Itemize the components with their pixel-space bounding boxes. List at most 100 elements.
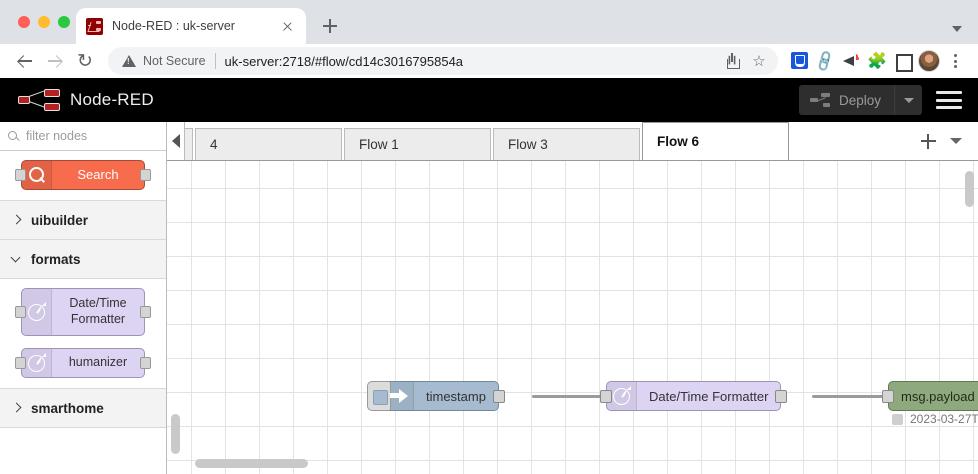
avatar[interactable] xyxy=(916,48,942,74)
node-output-port xyxy=(140,306,151,318)
flow-node-date-time-formatter[interactable]: Date/Time Formatter xyxy=(600,381,788,411)
star-icon[interactable]: ☆ xyxy=(752,53,766,70)
megaphone-extension-icon[interactable] xyxy=(838,48,864,74)
deploy-dropdown-button[interactable] xyxy=(894,85,922,115)
chevron-right-icon xyxy=(13,404,21,412)
flow-tab-label: Flow 1 xyxy=(359,137,399,152)
flow-tab-4[interactable]: 4 xyxy=(195,128,342,160)
node-output-port[interactable] xyxy=(775,389,788,403)
canvas-hscrollbar[interactable] xyxy=(175,459,962,468)
node-input-port[interactable] xyxy=(882,389,894,403)
palette-body: Search uibuilder formats Date/Time Forma… xyxy=(0,151,166,474)
palette-pinned-section: Search xyxy=(0,151,166,201)
square-extension-icon[interactable] xyxy=(890,48,916,74)
security-label: Not Secure xyxy=(143,54,206,68)
flow-node-label: Date/Time Formatter xyxy=(649,388,769,404)
puzzle-extensions-icon[interactable]: 🧩 xyxy=(867,53,887,70)
palette-section-formats[interactable]: formats xyxy=(0,240,166,279)
flow-list-dropdown-button[interactable] xyxy=(944,129,968,153)
deploy-button-group: Deploy xyxy=(798,85,922,115)
flow-tab-2[interactable]: 2 xyxy=(185,128,193,160)
node-red-logo: Node-RED xyxy=(18,89,154,111)
forward-button[interactable] xyxy=(40,46,70,76)
node-input-port[interactable] xyxy=(600,389,612,403)
clock-icon xyxy=(22,349,52,377)
status-dot-icon xyxy=(892,413,903,425)
close-window-button[interactable] xyxy=(18,16,30,28)
filter-nodes-input[interactable]: filter nodes xyxy=(0,122,166,151)
palette-node-search[interactable]: Search xyxy=(15,160,151,190)
divider xyxy=(214,53,216,69)
tab-actions xyxy=(898,122,978,160)
chevron-down-icon[interactable] xyxy=(952,26,962,32)
shield-extension-icon[interactable] xyxy=(786,48,812,74)
kebab-menu-icon[interactable] xyxy=(942,48,968,74)
browser-tab[interactable]: Node-RED : uk-server xyxy=(76,8,306,44)
flow-tab-label: Flow 6 xyxy=(657,134,700,149)
palette-section-label: formats xyxy=(31,251,81,267)
close-icon[interactable] xyxy=(278,17,296,35)
tabs-scroll-left-button[interactable] xyxy=(167,122,185,160)
flow-tab-label: 4 xyxy=(210,137,218,152)
share-icon[interactable] xyxy=(720,48,746,74)
reload-icon[interactable]: ↻ xyxy=(77,50,93,72)
browser-tab-title: Node-RED : uk-server xyxy=(112,19,235,33)
flow-node-inject[interactable]: timestamp xyxy=(367,381,505,411)
canvas-hscrollbar-thumb[interactable] xyxy=(195,459,308,468)
flow-tab-label: Flow 3 xyxy=(508,137,548,152)
node-output-port xyxy=(140,357,151,369)
palette-section-label: uibuilder xyxy=(31,212,88,228)
deploy-button[interactable]: Deploy xyxy=(799,85,894,115)
add-flow-button[interactable] xyxy=(916,129,940,153)
canvas-vscrollbar-thumb[interactable] xyxy=(965,171,974,207)
flow-tabbar: 2 4 Flow 1 Flow 3 Flow 6 xyxy=(167,122,978,160)
maximize-window-button[interactable] xyxy=(58,16,70,28)
flow-node-label: msg.payload xyxy=(901,388,975,404)
node-output-port[interactable] xyxy=(492,389,505,403)
chevron-down-icon xyxy=(13,255,21,263)
inject-trigger-button[interactable] xyxy=(367,381,391,411)
main-menu-button[interactable] xyxy=(936,91,962,109)
window-traffic-lights xyxy=(0,16,70,44)
browser-tabstrip: Node-RED : uk-server xyxy=(0,0,978,44)
palette-node-humanizer[interactable]: humanizer xyxy=(15,348,151,378)
palette-section-formats-body: Date/Time Formatter humanizer xyxy=(0,279,166,389)
node-status: 2023-03-27T10:12:46.986Z xyxy=(892,412,978,426)
flow-tab-flow-1[interactable]: Flow 1 xyxy=(344,128,491,160)
address-bar[interactable]: Not Secure uk-server:2718/#flow/cd14c301… xyxy=(108,47,778,75)
flow-canvas[interactable]: timestamp Date/Time Formatter msg.payloa… xyxy=(167,161,978,474)
clock-icon xyxy=(607,382,637,410)
palette-node-label: Date/Time Formatter xyxy=(69,296,127,326)
back-button[interactable] xyxy=(10,46,40,76)
new-tab-button[interactable] xyxy=(316,12,344,40)
status-text: 2023-03-27T10:12:46.986Z xyxy=(910,412,978,426)
url-text: uk-server:2718/#flow/cd14c3016795854a xyxy=(224,53,464,69)
flow-tab-flow-6[interactable]: Flow 6 xyxy=(642,122,789,160)
deploy-label: Deploy xyxy=(838,92,881,108)
node-input-port xyxy=(15,169,26,181)
app-title: Node-RED xyxy=(70,90,154,109)
palette-node-date-time-formatter[interactable]: Date/Time Formatter xyxy=(15,288,151,336)
flow-tabs: 2 4 Flow 1 Flow 3 Flow 6 xyxy=(185,122,898,160)
workspace: filter nodes Search uibuilder formats xyxy=(0,122,978,474)
deploy-icon xyxy=(809,93,830,107)
node-red-logo-icon xyxy=(18,89,60,111)
search-icon xyxy=(22,161,52,189)
palette-node-label: humanizer xyxy=(68,355,128,370)
node-output-port xyxy=(140,169,151,181)
flow-node-label: timestamp xyxy=(426,388,486,404)
palette-node-label: Search xyxy=(77,166,119,182)
wire-inject-to-datetime xyxy=(532,395,611,398)
flow-tab-flow-3[interactable]: Flow 3 xyxy=(493,128,640,160)
node-palette: filter nodes Search uibuilder formats xyxy=(0,122,167,474)
browser-chrome: Node-RED : uk-server ↻ Not Secure uk-ser… xyxy=(0,0,978,78)
palette-scrollbar[interactable] xyxy=(171,414,180,454)
search-icon xyxy=(8,130,19,142)
browser-toolbar: ↻ Not Secure uk-server:2718/#flow/cd14c3… xyxy=(0,44,978,78)
minimize-window-button[interactable] xyxy=(38,16,50,28)
palette-section-label: smarthome xyxy=(31,400,104,416)
palette-section-uibuilder[interactable]: uibuilder xyxy=(0,201,166,240)
palette-section-smarthome[interactable]: smarthome xyxy=(0,389,166,428)
flow-node-debug[interactable]: msg.payload xyxy=(882,381,978,411)
not-secure-warning-icon xyxy=(122,55,136,67)
